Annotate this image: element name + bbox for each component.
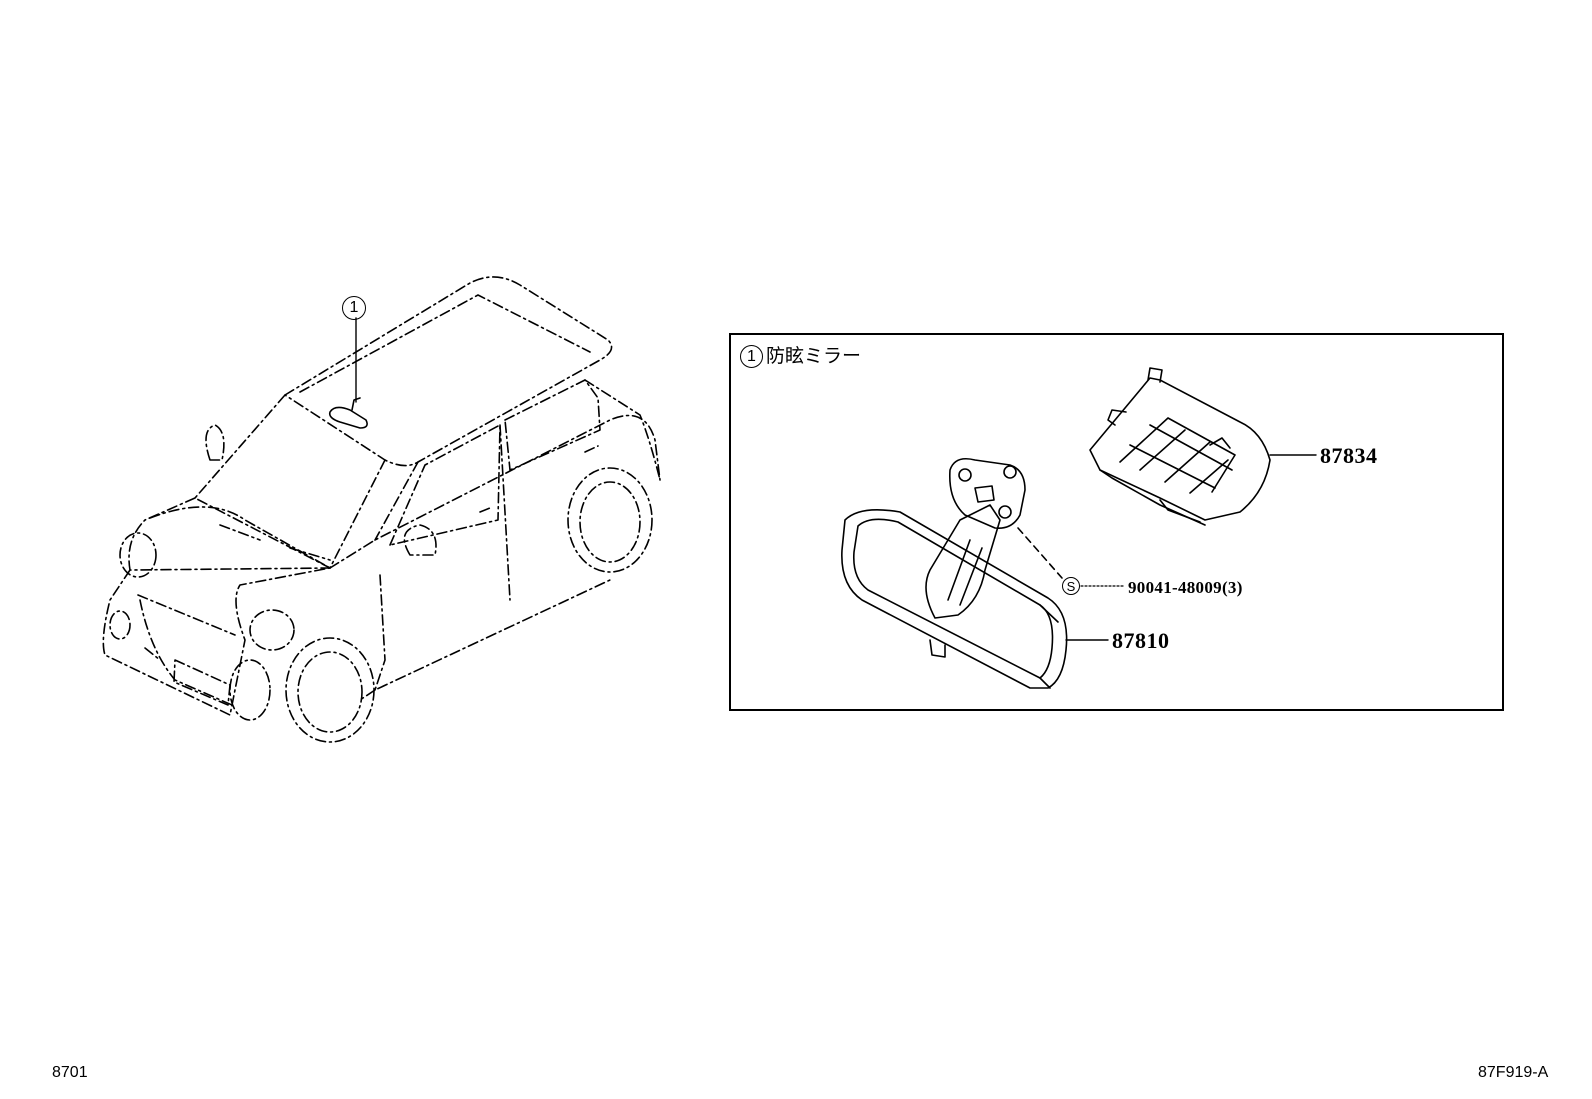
footer-right-code: 87F919-A xyxy=(1478,1064,1549,1081)
part-number-mirror: 87810 xyxy=(1112,628,1170,653)
car-outline xyxy=(102,276,661,743)
rearview-mirror-87810 xyxy=(841,457,1068,689)
part-number-screw: 90041-48009(3) xyxy=(1128,578,1243,597)
fastener-symbol-letter: S xyxy=(1066,578,1076,594)
part-number-cover: 87834 xyxy=(1320,443,1378,468)
car-mirror-location xyxy=(328,317,368,429)
fastener-symbol: S xyxy=(1062,577,1080,595)
mirror-cover-87834 xyxy=(1089,367,1271,526)
car-callout-number: 1 xyxy=(349,299,359,316)
detail-box-callout-number: 1 xyxy=(747,347,756,365)
detail-box-title: 防眩ミラー xyxy=(766,345,862,367)
car-callout-marker: 1 xyxy=(342,296,366,320)
fastener-leader xyxy=(1017,527,1125,587)
footer-left-code: 8701 xyxy=(52,1064,88,1081)
detail-box-callout-marker: 1 xyxy=(740,345,763,368)
detail-box xyxy=(729,333,1504,711)
